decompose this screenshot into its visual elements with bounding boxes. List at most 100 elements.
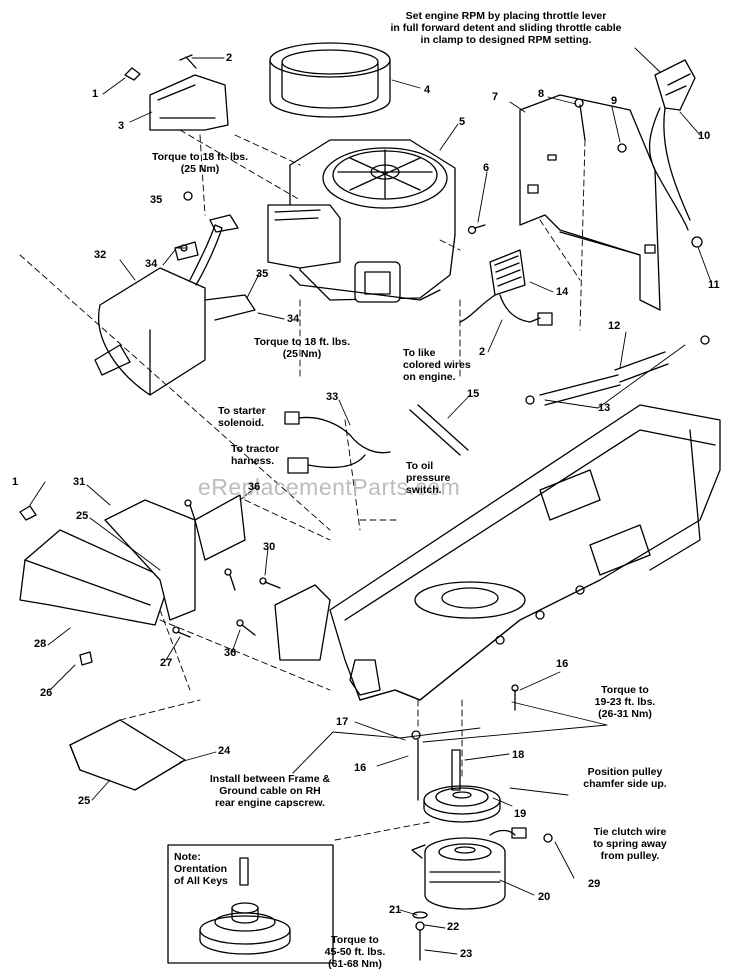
note-pulley-line2: chamfer side up.	[583, 778, 667, 790]
callout-26: 26	[40, 687, 53, 699]
heat-shield	[124, 54, 229, 131]
tractor-frame	[329, 404, 721, 701]
note-torque-bottom-line3: (61-68 Nm)	[328, 958, 382, 970]
callout-10: 10	[698, 130, 711, 142]
callout-25a: 25	[76, 510, 89, 522]
watermark: eReplacementParts.com	[198, 474, 461, 500]
callout-34a: 34	[145, 258, 158, 270]
note-clutch-line2: to spring away	[593, 838, 667, 850]
note-torque-mid: Torque to 18 ft. lbs. (25 Nm)	[237, 336, 367, 360]
regulator	[459, 249, 553, 326]
note-torque-top-line2: (25 Nm)	[180, 163, 220, 175]
note-pulley-line1: Position pulley	[587, 766, 663, 778]
note-torque-bottom: Torque to 45-50 ft. lbs. (61-68 Nm)	[310, 934, 400, 970]
callout-3: 3	[118, 120, 125, 132]
note-keys: Note: Orentation of All Keys	[174, 851, 228, 887]
callout-15: 15	[467, 388, 480, 400]
note-torque-mid-line1: Torque to 18 ft. lbs.	[253, 336, 351, 348]
note-torque-top: Torque to 18 ft. lbs. (25 Nm)	[135, 151, 265, 175]
note-throttle: Set engine RPM by placing throttle lever…	[372, 10, 640, 46]
note-harness-line1: To tractor	[231, 443, 280, 455]
front-brackets	[19, 494, 331, 791]
note-torque-frame-line1: Torque to	[601, 684, 649, 696]
callout-36a: 36	[248, 481, 261, 493]
callout-1b: 1	[12, 476, 19, 488]
note-keys-line1: Note:	[174, 851, 201, 863]
callout-27: 27	[160, 657, 173, 669]
callout-31: 31	[73, 476, 86, 488]
note-like-wires-line2: colored wires	[403, 359, 471, 371]
callout-23: 23	[460, 948, 473, 960]
keys-inset	[167, 844, 334, 964]
callout-36b: 36	[224, 647, 237, 659]
callout-34b: 34	[287, 313, 300, 325]
callout-1: 1	[92, 88, 99, 100]
firewall-panel	[519, 94, 661, 311]
note-torque-top-line1: Torque to 18 ft. lbs.	[151, 151, 249, 163]
note-throttle-line2: in full forward detent and sliding throt…	[390, 22, 622, 34]
callout-32: 32	[94, 249, 107, 261]
callout-2b: 2	[479, 346, 486, 358]
note-torque-frame: Torque to 19-23 ft. lbs. (26-31 Nm)	[570, 684, 680, 720]
callout-13: 13	[598, 402, 611, 414]
callout-2: 2	[226, 52, 233, 64]
note-torque-frame-line2: 19-23 ft. lbs.	[594, 696, 656, 708]
wiring-harness	[284, 411, 391, 474]
callout-6: 6	[483, 162, 490, 174]
callout-25b: 25	[78, 795, 91, 807]
callout-16a: 16	[556, 658, 569, 670]
fasteners	[19, 98, 710, 961]
callout-5: 5	[459, 116, 466, 128]
callout-18: 18	[512, 749, 525, 761]
note-install: Install between Frame & Ground cable on …	[195, 773, 345, 809]
note-torque-mid-line2: (25 Nm)	[282, 348, 322, 360]
note-like-wires-line3: on engine.	[403, 371, 456, 383]
electric-clutch	[411, 827, 527, 910]
note-keys-line3: of All Keys	[174, 875, 228, 887]
air-filter	[269, 42, 391, 118]
note-pulley: Position pulley chamfer side up.	[565, 766, 685, 790]
callout-19: 19	[514, 808, 527, 820]
note-oil: To oil pressure switch.	[406, 460, 450, 496]
assembly-lines	[19, 129, 586, 961]
note-throttle-line1: Set engine RPM by placing throttle lever	[405, 10, 607, 22]
note-torque-bottom-line1: Torque to	[331, 934, 379, 946]
callout-28: 28	[34, 638, 47, 650]
muffler	[94, 214, 256, 396]
note-throttle-line3: in clamp to designed RPM setting.	[420, 34, 592, 46]
callout-33: 33	[326, 391, 339, 403]
callout-16b: 16	[354, 762, 367, 774]
callout-9: 9	[611, 95, 618, 107]
pulley	[423, 785, 501, 823]
note-like-wires-line1: To like	[403, 347, 436, 359]
note-starter-line2: solenoid.	[218, 417, 265, 429]
note-oil-line2: pressure	[406, 472, 451, 484]
note-starter: To starter solenoid.	[218, 405, 266, 429]
note-like-wires: To like colored wires on engine.	[403, 347, 471, 383]
note-install-line2: Ground cable on RH	[219, 785, 321, 797]
callout-30: 30	[263, 541, 276, 553]
callout-22: 22	[447, 921, 460, 933]
callout-12: 12	[608, 320, 621, 332]
callout-11: 11	[708, 279, 720, 291]
callout-17: 17	[336, 716, 349, 728]
engine	[267, 139, 456, 303]
callout-8: 8	[538, 88, 545, 100]
note-oil-line1: To oil	[406, 460, 434, 472]
note-harness: To tractor harness.	[231, 443, 279, 467]
note-torque-bottom-line2: 45-50 ft. lbs.	[324, 946, 386, 958]
callout-20: 20	[538, 891, 551, 903]
callout-14: 14	[556, 286, 569, 298]
note-install-line1: Install between Frame &	[209, 773, 331, 785]
callout-7: 7	[492, 91, 499, 103]
callout-21: 21	[389, 904, 402, 916]
note-torque-frame-line3: (26-31 Nm)	[598, 708, 652, 720]
callout-24: 24	[218, 745, 231, 757]
note-clutch-line1: Tie clutch wire	[593, 826, 667, 838]
note-keys-line2: Orentation	[174, 863, 228, 875]
note-oil-line3: switch.	[406, 484, 442, 496]
note-starter-line1: To starter	[218, 405, 266, 417]
note-clutch-line3: from pulley.	[600, 850, 660, 862]
callout-4: 4	[424, 84, 431, 96]
